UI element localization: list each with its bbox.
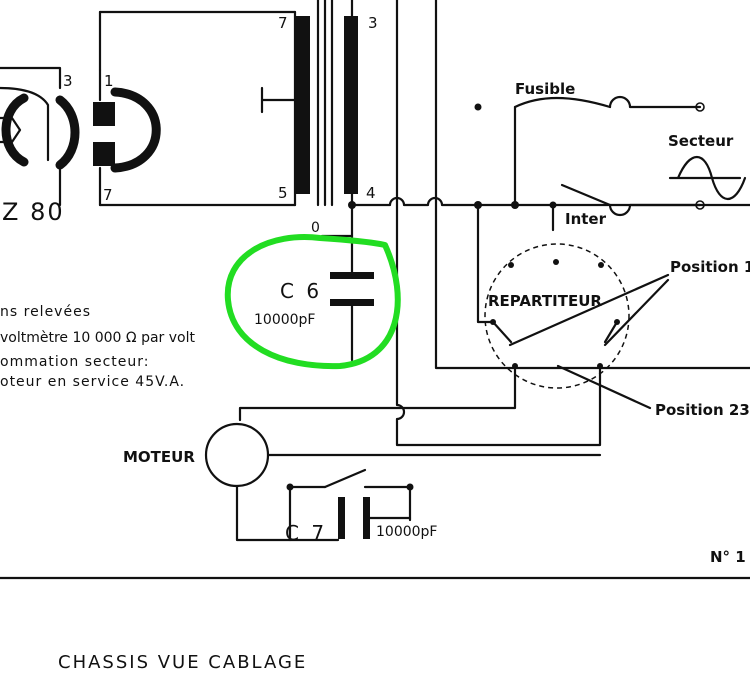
c7-label: C 7 xyxy=(285,521,327,545)
xfmr-pin-3: 3 xyxy=(368,14,378,32)
transformer-winding-left xyxy=(296,16,310,194)
note-line-1: ns relevées xyxy=(0,304,91,320)
note-line-4: oteur en service 45V.A. xyxy=(0,374,185,390)
tube-label: Z 80 xyxy=(2,198,65,226)
xfmr-pin-7: 7 xyxy=(278,14,288,32)
xfmr-pin-0: 0 xyxy=(311,220,320,236)
ac-sine-icon xyxy=(668,156,747,200)
tube-pin-7: 7 xyxy=(103,186,113,204)
secteur-label: Secteur xyxy=(668,132,734,150)
inter-label: Inter xyxy=(565,210,607,228)
xfmr-pin-4: 4 xyxy=(366,184,376,202)
xfmr-pin-5: 5 xyxy=(278,184,288,202)
c6-plate-top xyxy=(330,272,374,279)
c7-plate-right xyxy=(363,497,370,539)
note-line-3: ommation secteur: xyxy=(0,354,150,370)
c6-label: C 6 xyxy=(280,279,322,303)
c7-value: 10000pF xyxy=(376,524,437,540)
position1-label: Position 1 xyxy=(670,258,750,276)
tube-pin-3: 3 xyxy=(63,72,73,90)
c6-value: 10000pF xyxy=(254,312,315,328)
transformer-winding-right xyxy=(344,16,358,194)
position23-label: Position 23 xyxy=(655,401,750,419)
drawing-number: N° 1 xyxy=(710,548,746,566)
tube-pin-1: 1 xyxy=(104,72,114,90)
repartiteur-circle xyxy=(484,243,630,389)
moteur-label: MOTEUR xyxy=(123,448,195,466)
c6-plate-bottom xyxy=(330,299,374,306)
moteur-circle xyxy=(204,422,270,488)
note-line-2: voltmètre 10 000 Ω par volt xyxy=(0,330,195,346)
c7-plate-left xyxy=(338,497,345,539)
caption: CHASSIS VUE CABLAGE xyxy=(58,652,307,673)
fusible-label: Fusible xyxy=(515,80,575,98)
z80-tube xyxy=(0,66,161,207)
repartiteur-label: REPARTITEUR xyxy=(488,292,602,310)
c6-highlight-circle xyxy=(224,234,401,370)
